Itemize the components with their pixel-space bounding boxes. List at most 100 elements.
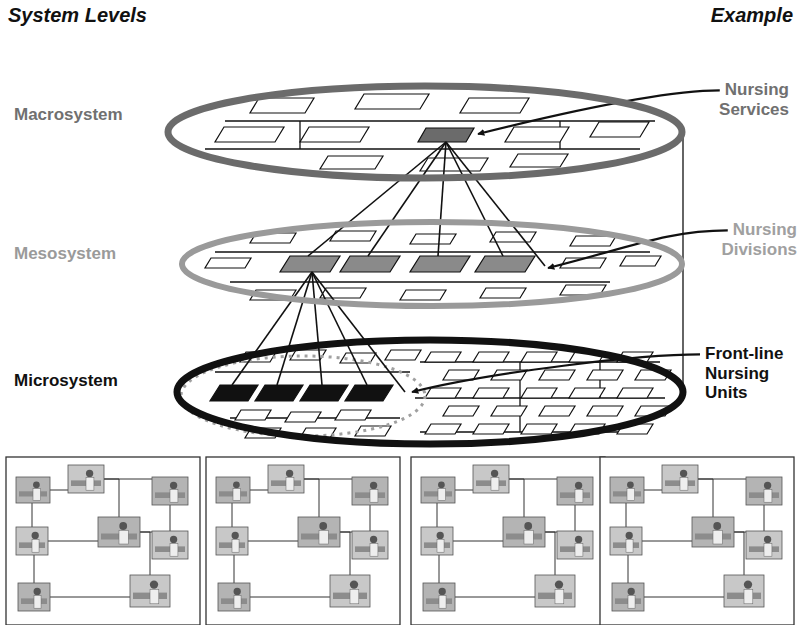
- photo-person: [234, 596, 241, 609]
- photo-person: [764, 544, 772, 557]
- hierarchy-line: [446, 142, 545, 266]
- photo-person: [437, 532, 444, 539]
- photo-panel: [6, 457, 200, 625]
- hierarchy-line: [368, 142, 446, 256]
- photo-person: [233, 481, 240, 488]
- photo-person: [370, 490, 378, 503]
- staff-photo: [724, 575, 764, 607]
- staff-photo: [152, 477, 188, 505]
- staff-photo: [746, 477, 782, 505]
- unit-box: [205, 258, 251, 268]
- staff-photo: [423, 583, 455, 611]
- unit-box: [443, 406, 479, 416]
- photo-person: [32, 532, 39, 539]
- photo-person: [119, 531, 128, 545]
- link-line: [215, 251, 650, 252]
- unit-box: [215, 127, 284, 142]
- staff-photo: [535, 575, 575, 607]
- unit-box: [480, 288, 526, 298]
- unit-box: [569, 388, 605, 398]
- photo-person: [34, 588, 41, 595]
- unit-box: [385, 350, 421, 360]
- photo-person: [680, 478, 688, 491]
- photo-person: [150, 589, 159, 603]
- unit-box: [418, 128, 474, 142]
- system-level-ring: Macrosystem: [8, 80, 690, 184]
- photo-person: [350, 589, 359, 603]
- hierarchy-line: [277, 272, 312, 385]
- photo-person: [150, 580, 158, 588]
- staff-photo: [421, 477, 455, 503]
- pointer-arrow: [412, 354, 700, 392]
- level-ellipse: [168, 86, 682, 178]
- photo-person: [232, 540, 239, 553]
- unit-box: [473, 424, 509, 434]
- staff-photo: [216, 527, 248, 555]
- hierarchy-line: [312, 272, 367, 385]
- photo-person: [764, 490, 772, 503]
- pointer-arrow: [548, 230, 728, 268]
- unit-box: [425, 424, 461, 434]
- staff-photo: [352, 477, 388, 505]
- unit-box: [491, 406, 527, 416]
- photo-person: [170, 544, 178, 557]
- staff-photo: [746, 531, 782, 559]
- photo-person: [170, 536, 177, 543]
- photo-person: [626, 540, 633, 553]
- unit-box: [590, 122, 649, 137]
- photo-person: [86, 478, 94, 491]
- photo-panel: [206, 457, 400, 625]
- unit-box: [320, 288, 366, 298]
- level-ellipse: [182, 222, 682, 306]
- photo-person: [234, 588, 241, 595]
- photo-person: [575, 490, 583, 503]
- unit-box: [460, 98, 529, 113]
- unit-box: [335, 410, 371, 420]
- photo-person: [232, 532, 239, 539]
- photo-person: [170, 482, 177, 489]
- photo-person: [680, 470, 687, 477]
- unit-box: [505, 127, 569, 142]
- unit-box: [410, 234, 456, 244]
- staff-photo: [152, 531, 188, 559]
- photo-person: [437, 540, 444, 553]
- system-level-ring: Mesosystem: [8, 216, 690, 312]
- staff-photo: [16, 527, 48, 555]
- link-line: [215, 371, 410, 372]
- unit-box: [473, 352, 509, 362]
- unit-box: [521, 424, 557, 434]
- photo-person: [627, 481, 634, 488]
- photo-person: [34, 596, 41, 609]
- ring-outline: [8, 80, 690, 184]
- photo-person: [575, 482, 582, 489]
- photo-person: [713, 522, 721, 530]
- staff-photo: [612, 583, 644, 611]
- photo-person: [350, 580, 358, 588]
- photo-person: [33, 481, 40, 488]
- staff-photo: [130, 575, 170, 607]
- staff-photo: [662, 465, 698, 493]
- unit-box: [539, 406, 575, 416]
- staff-photo: [298, 517, 340, 547]
- unit-box: [473, 388, 509, 398]
- system-level-ring: Microsystem: [8, 334, 691, 450]
- photo-panel: [600, 457, 794, 625]
- photo-person: [744, 589, 753, 603]
- staff-photo: [268, 465, 304, 493]
- link-line: [205, 148, 640, 149]
- photo-person: [233, 489, 240, 501]
- staff-photo: [68, 465, 104, 493]
- photo-person: [491, 478, 499, 491]
- photo-person: [370, 536, 377, 543]
- hierarchy-line: [446, 142, 503, 256]
- staff-photo: [503, 517, 545, 547]
- unit-box: [210, 385, 258, 401]
- staff-photo: [692, 517, 734, 547]
- photo-person: [439, 588, 446, 595]
- unit-box: [587, 370, 623, 380]
- level-ellipse: [177, 340, 683, 444]
- staff-photo: [18, 583, 50, 611]
- photo-person: [744, 580, 752, 588]
- staff-photo: [218, 583, 250, 611]
